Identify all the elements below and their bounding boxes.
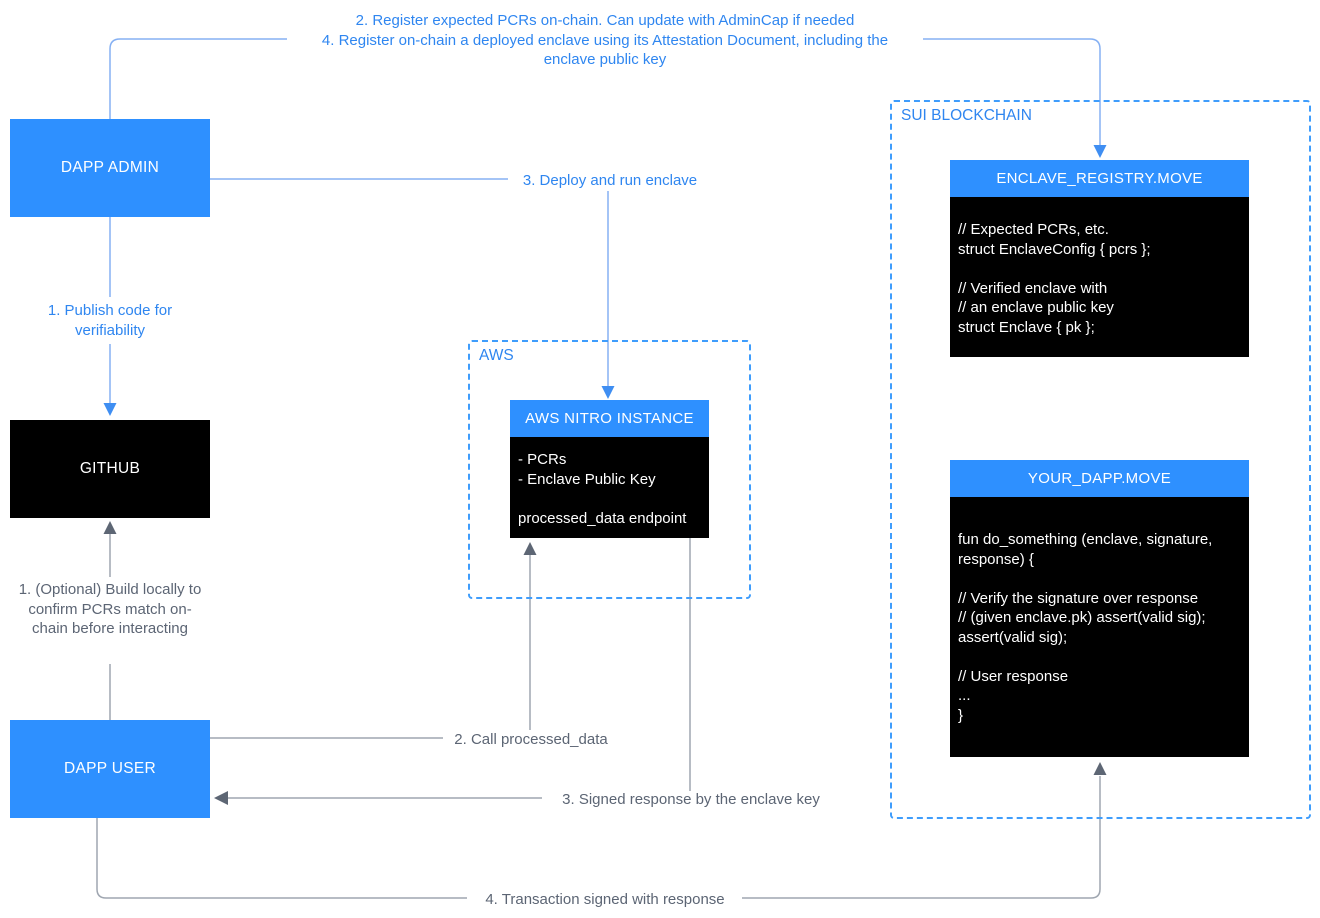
dapp-user-label: DAPP USER [64, 760, 156, 777]
code-line: - Enclave Public Key [518, 470, 656, 488]
sui-blockchain-group-label: SUI BLOCKCHAIN [901, 107, 1032, 124]
code-line: // an enclave public key [958, 299, 1114, 316]
enclave-registry-body: // Expected PCRs, etc. struct EnclaveCon… [950, 197, 1249, 357]
code-line [958, 647, 1243, 667]
node-github: GITHUB [10, 420, 210, 518]
code-line: struct Enclave { pk }; [958, 318, 1095, 336]
label-register-flow: 2. Register expected PCRs on-chain. Can … [240, 11, 970, 70]
arrowhead-into-dapp-user [214, 791, 228, 805]
label-deploy-enclave: 3. Deploy and run enclave [522, 172, 698, 189]
dapp-admin-label: DAPP ADMIN [60, 159, 160, 176]
label-transaction-signed: 4. Transaction signed with response [485, 891, 725, 908]
code-line: processed_data endpoint [518, 509, 687, 527]
enclave-registry-title: ENCLAVE_REGISTRY.MOVE [950, 160, 1249, 197]
code-line: - PCRs [518, 451, 567, 468]
code-line [518, 489, 703, 509]
label-build-locally: 1. (Optional) Build locally to confirm P… [18, 581, 202, 637]
your-dapp-title: YOUR_DAPP.MOVE [950, 460, 1249, 497]
aws-nitro-instance-body: - PCRs - Enclave Public Key processed_da… [510, 437, 709, 538]
label-publish-code: 1. Publish code for verifiability [47, 302, 173, 339]
code-line: response) { [958, 550, 1034, 568]
code-line: fun do_something (enclave, signature, [958, 531, 1213, 548]
code-line: struct EnclaveConfig { pcrs }; [958, 240, 1151, 258]
arrowhead-into-github-bottom [103, 521, 117, 534]
aws-group-box: AWS [468, 340, 751, 599]
sui-blockchain-group-box: SUI BLOCKCHAIN [890, 100, 1311, 819]
label-call-processed-data: 2. Call processed_data [454, 731, 608, 748]
aws-nitro-instance-title: AWS NITRO INSTANCE [510, 400, 709, 437]
label-register-enclave-line1: 4. Register on-chain a deployed enclave … [321, 31, 889, 49]
node-dapp-user: DAPP USER [10, 720, 210, 818]
label-signed-response: 3. Signed response by the enclave key [562, 791, 820, 808]
your-dapp-body: fun do_something (enclave, signature, re… [950, 497, 1249, 757]
code-line: // (given enclave.pk) assert(valid sig); [958, 609, 1206, 626]
node-enclave-registry-move: ENCLAVE_REGISTRY.MOVE // Expected PCRs, … [950, 160, 1249, 357]
connector-transaction-left [96, 818, 467, 899]
aws-group-label: AWS [479, 347, 514, 364]
code-line: } [958, 706, 964, 724]
code-line: // Verify the signature over response [958, 589, 1199, 607]
node-dapp-admin: DAPP ADMIN [10, 119, 210, 217]
github-label: GITHUB [79, 460, 141, 477]
code-line: ... [958, 687, 971, 704]
arrowhead-into-github-top [103, 403, 117, 416]
node-aws-nitro-instance: AWS NITRO INSTANCE - PCRs - Enclave Publ… [510, 400, 709, 538]
code-line [958, 259, 1243, 279]
label-register-enclave-line2: enclave public key [543, 51, 667, 68]
code-line: // Expected PCRs, etc. [958, 221, 1109, 238]
label-register-pcrs: 2. Register expected PCRs on-chain. Can … [355, 12, 855, 29]
code-line: // User response [958, 667, 1069, 685]
code-line: // Verified enclave with [958, 279, 1108, 297]
node-your-dapp-move: YOUR_DAPP.MOVE fun do_something (enclave… [950, 460, 1249, 757]
code-line: assert(valid sig); [958, 628, 1068, 646]
code-line [958, 569, 1243, 589]
